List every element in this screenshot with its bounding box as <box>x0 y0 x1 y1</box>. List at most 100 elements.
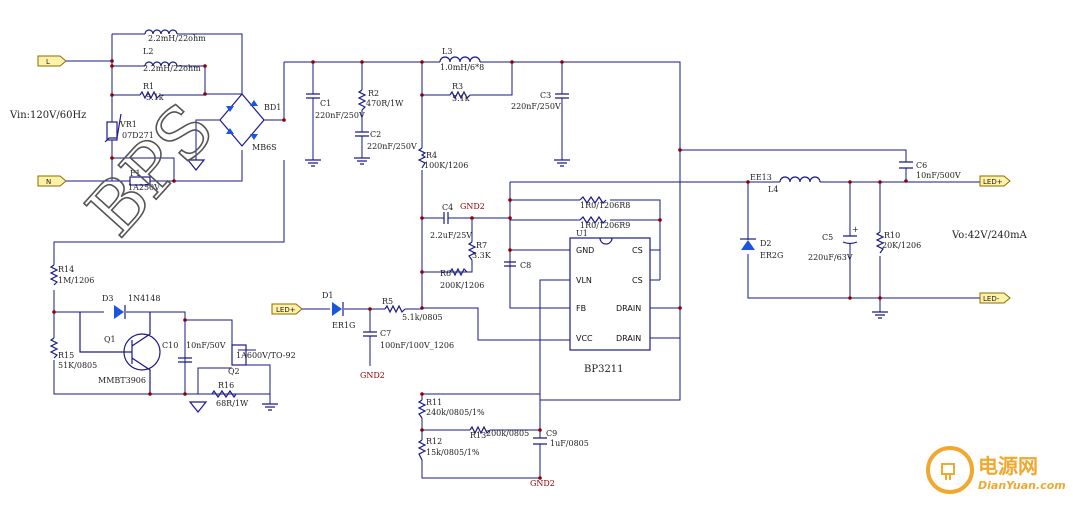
r13-ref: R13 <box>470 431 486 440</box>
r16-value: 68R/1W <box>216 399 249 408</box>
l1-value: 2.2mH/22ohm <box>148 34 206 43</box>
resistor-r13 <box>469 425 491 435</box>
resistor-r5 <box>384 304 406 314</box>
r2-value: 470R/1W <box>366 99 404 108</box>
controller-section: R4 100K/1206 C4 2.2uF/25V GND2 R7 3.3K R… <box>417 95 682 400</box>
pin-gnd: GND <box>576 246 594 255</box>
filter-section: C1 220nF/250V R2 470R/1W C2 220nF/250V L… <box>284 47 681 430</box>
d3-value: 1N4148 <box>128 294 160 303</box>
r4-ref: R4 <box>426 151 437 160</box>
logo-chinese: 电源网 <box>978 454 1038 478</box>
r12-ref: R12 <box>426 437 442 446</box>
r15-ref: R15 <box>58 351 74 360</box>
fuse-f1 <box>129 176 151 186</box>
varistor-vr1 <box>106 121 118 141</box>
d2-ref: D2 <box>760 239 772 248</box>
c5-plus: + <box>852 225 859 234</box>
capacitor-c6 <box>899 161 913 169</box>
pin-cs-1: CS <box>632 246 643 255</box>
resistor-r15 <box>49 337 59 359</box>
resistor-r12 <box>417 439 427 461</box>
f1-ref: F1 <box>130 169 141 178</box>
c7-value: 100nF/100V_1206 <box>380 341 454 350</box>
c2-value: 220nF/250V <box>367 142 417 151</box>
divider-section: R11 240k/0805/1% R13 200k/0805 R12 15k/0… <box>417 392 589 488</box>
diode-d3 <box>114 305 124 319</box>
capacitor-c5 <box>842 235 858 245</box>
c10-value: 10nF/50V <box>186 341 226 350</box>
resistor-r4 <box>417 147 427 169</box>
diode-d2 <box>741 240 755 250</box>
resistor-r2 <box>357 89 367 111</box>
terminal-led-plus <box>979 175 1011 187</box>
u1-ref: U1 <box>576 229 588 238</box>
inductor-l1 <box>144 29 178 35</box>
r5-ref: R5 <box>382 297 393 306</box>
c9-ref: C9 <box>546 429 557 438</box>
q1-value: MMBT3906 <box>98 376 146 385</box>
pin-drain-1: DRAIN <box>616 304 641 313</box>
r4-value: 100K/1206 <box>424 161 468 170</box>
logo-url: DianYuan.com <box>978 479 1066 492</box>
capacitor-c1 <box>306 93 320 99</box>
resistor-r7 <box>467 241 477 261</box>
r15-value: 51K/0805 <box>58 361 97 370</box>
capacitor-c4 <box>443 212 449 224</box>
resistor-r14 <box>49 264 59 286</box>
terminal-l <box>37 55 67 67</box>
bridge-rectifier-bd1 <box>219 93 265 147</box>
r8-label: 1R0/1206R8 <box>580 201 630 210</box>
gnd2-mid-label: GND2 <box>360 371 385 380</box>
gnd2-top-label: GND2 <box>460 202 485 211</box>
inductor-l3 <box>439 56 481 63</box>
r14-ref: R14 <box>58 265 74 274</box>
ic-notch <box>599 237 613 245</box>
c10-ref: C10 <box>162 341 178 350</box>
r6-ref: R6 <box>440 269 451 278</box>
r2-ref: R2 <box>368 89 379 98</box>
r11-value: 240k/0805/1% <box>426 408 485 417</box>
pin-drain-2: DRAIN <box>616 334 641 343</box>
c1-ref: C1 <box>320 99 331 108</box>
resistor-r6 <box>449 267 468 277</box>
c6-ref: C6 <box>916 161 927 170</box>
c5-ref: C5 <box>822 233 833 242</box>
r7-value: 3.3K <box>472 251 492 260</box>
terminal-led-plus-label: LED+ <box>983 178 1003 186</box>
c3-ref: C3 <box>540 91 551 100</box>
r6-value: 200K/1206 <box>440 281 484 290</box>
q2-ref: Q2 <box>228 367 240 376</box>
pin-fb: FB <box>576 304 586 313</box>
dianyuan-logo: 电源网 DianYuan.com <box>926 446 1066 494</box>
r10-value: 20K/1206 <box>882 241 921 250</box>
c8-ref: C8 <box>520 261 531 270</box>
f1-value: 1A250V <box>128 183 160 192</box>
r12-value: 15k/0805/1% <box>426 448 480 457</box>
resistor-r8 <box>579 195 607 205</box>
r13-value: 200k/0805 <box>486 429 529 438</box>
c7-ref: C7 <box>380 329 391 338</box>
capacitor-c2 <box>355 131 369 137</box>
vr1-ref: VR1 <box>119 120 137 129</box>
l2-value: 2.2mH/22ohm <box>143 64 201 73</box>
watermark-bps: BPS <box>71 88 230 252</box>
r11-ref: R11 <box>426 398 442 407</box>
r7-ref: R7 <box>476 241 487 250</box>
startup-section: R14 1M/1206 R15 51K/0805 D3 1N4148 Q1 MM… <box>49 160 296 413</box>
capacitor-c7 <box>363 331 377 337</box>
resistor-r10 <box>875 231 885 254</box>
c3-value: 220nF/250V <box>511 102 561 111</box>
plug-icon <box>926 446 974 494</box>
q2-value: 1A600V/TO-92 <box>236 351 296 360</box>
c4-value: 2.2uF/25V <box>430 231 472 240</box>
l3-ref: L3 <box>442 47 452 56</box>
resistor-r3 <box>449 90 471 100</box>
bd1-ref: BD1 <box>264 103 281 112</box>
transistor-q2 <box>231 344 247 366</box>
pin-vcc: VCC <box>576 334 593 343</box>
r5-value: 5.1k/0805 <box>402 313 443 322</box>
r1-ref: R1 <box>143 82 154 91</box>
r14-value: 1M/1206 <box>58 276 94 285</box>
r16-ref: R16 <box>218 381 234 390</box>
